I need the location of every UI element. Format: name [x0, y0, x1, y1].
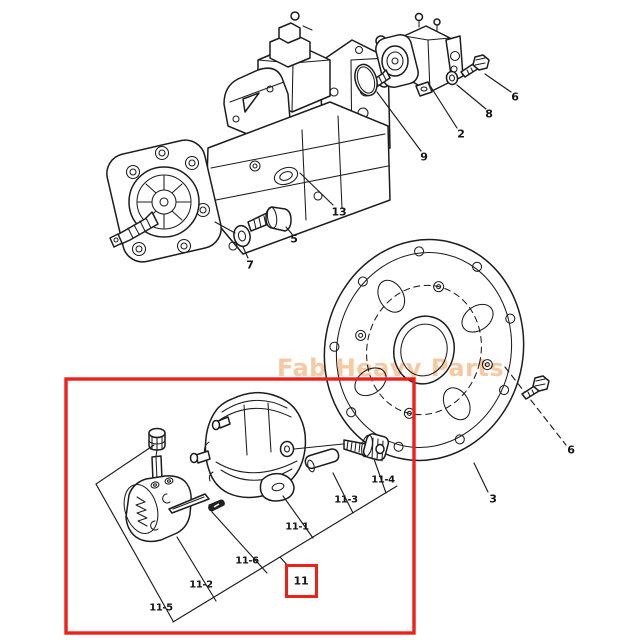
part-label-11-1: 11-1 [285, 521, 309, 533]
bolt-5 [247, 206, 292, 232]
highlight-rect [64, 377, 416, 635]
part-label-11-6: 11-6 [235, 555, 259, 567]
flywheel [323, 238, 525, 462]
o-ring [354, 63, 378, 97]
pointer-needle [168, 493, 210, 514]
part-label-5: 5 [290, 232, 298, 246]
bolt-axis-line [293, 443, 344, 450]
plug-11-5 [148, 427, 166, 457]
part-label-6-right: 6 [567, 443, 575, 457]
main-pump-assembly [106, 11, 391, 263]
pin-11-6 [208, 499, 225, 512]
part-label-13: 13 [331, 205, 347, 219]
part-label-2: 2 [457, 127, 465, 141]
bolt-6-right [504, 366, 567, 446]
leader-lines [95, 73, 512, 623]
gear-pump [369, 12, 464, 97]
part-label-3: 3 [489, 492, 497, 506]
washer-8 [445, 70, 459, 86]
part-label-7: 7 [246, 258, 254, 272]
hub-11-2 [123, 475, 192, 543]
part-label-6-top: 6 [511, 90, 519, 104]
washer-7 [233, 224, 251, 248]
part-label-11-4: 11-4 [371, 474, 395, 486]
part-label-11-5: 11-5 [149, 602, 173, 614]
part-label-8: 8 [485, 107, 493, 121]
part-label-9: 9 [420, 150, 428, 164]
part-label-11-2: 11-2 [189, 579, 213, 591]
part-label-11-3: 11-3 [334, 494, 358, 506]
bolt-6-top [460, 54, 490, 78]
coupling-11-1 [189, 391, 307, 502]
pin-11-3 [304, 448, 340, 473]
part-label-11: 11 [293, 574, 309, 588]
watermark: Fab Heavy Parts [277, 354, 505, 382]
part-11-box [285, 564, 318, 598]
bolt-11-4 [343, 433, 390, 462]
